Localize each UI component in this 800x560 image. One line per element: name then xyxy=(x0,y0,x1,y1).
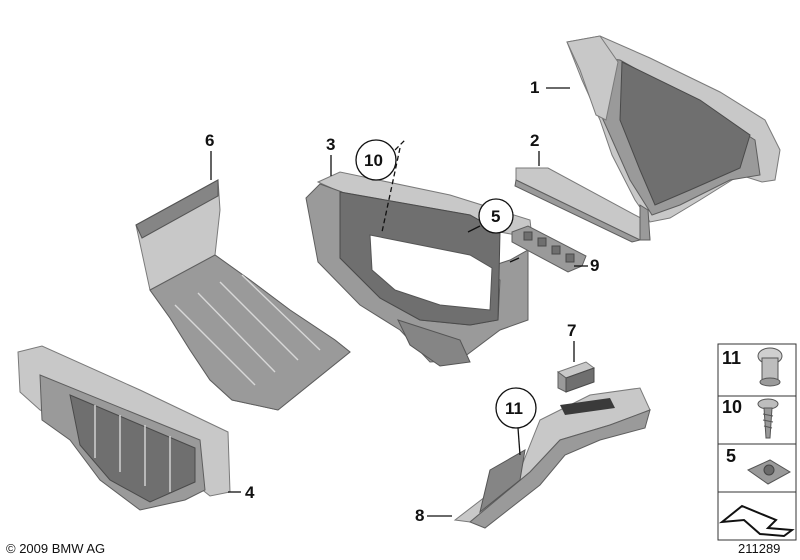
legend-row-rivet xyxy=(717,343,797,397)
part-4-storage-compartment xyxy=(17,345,231,511)
callout-7: 7 xyxy=(567,321,576,362)
callout-11: 11 xyxy=(495,387,537,456)
callout-6-label: 6 xyxy=(205,131,214,150)
copyright-text: © 2009 BMW AG xyxy=(6,541,105,556)
callout-2-label: 2 xyxy=(530,131,539,150)
callout-8: 8 xyxy=(415,506,452,525)
callout-10-label: 10 xyxy=(364,151,383,170)
legend-number-5: 5 xyxy=(726,446,736,466)
callout-4: 4 xyxy=(228,483,255,502)
fastener-legend: 11 10 5 xyxy=(717,343,797,541)
expanding-rivet-icon xyxy=(757,347,783,387)
callout-3: 3 xyxy=(326,135,335,176)
callout-11-label: 11 xyxy=(505,399,523,418)
callout-7-label: 7 xyxy=(567,321,576,340)
legend-number-11: 11 xyxy=(722,348,741,368)
callout-8-label: 8 xyxy=(415,506,424,525)
callout-1: 1 xyxy=(530,78,570,97)
part-2-mounting-bracket xyxy=(514,167,651,243)
callout-5-label: 5 xyxy=(491,207,500,226)
part-1-side-trim-panel xyxy=(566,35,781,223)
callout-3-label: 3 xyxy=(326,135,335,154)
callout-9: 9 xyxy=(509,256,599,275)
callout-6: 6 xyxy=(205,131,214,180)
callout-5: 5 xyxy=(467,198,514,234)
part-3-center-frame xyxy=(305,171,533,367)
callout-4-label: 4 xyxy=(245,483,255,502)
callout-1-label: 1 xyxy=(530,78,539,97)
screw-icon xyxy=(757,398,779,439)
callout-9-label: 9 xyxy=(590,256,599,275)
part-6-floor-mat xyxy=(135,179,351,411)
clip-nut-icon xyxy=(746,459,792,485)
callout-10: 10 xyxy=(355,139,406,233)
part-8-console-trim xyxy=(453,387,651,529)
part-7-small-cover xyxy=(556,361,596,393)
assembly-direction-icon xyxy=(718,504,795,538)
diagram-number: 211289 xyxy=(738,541,780,556)
legend-number-10: 10 xyxy=(722,397,742,417)
callout-2: 2 xyxy=(530,131,540,166)
